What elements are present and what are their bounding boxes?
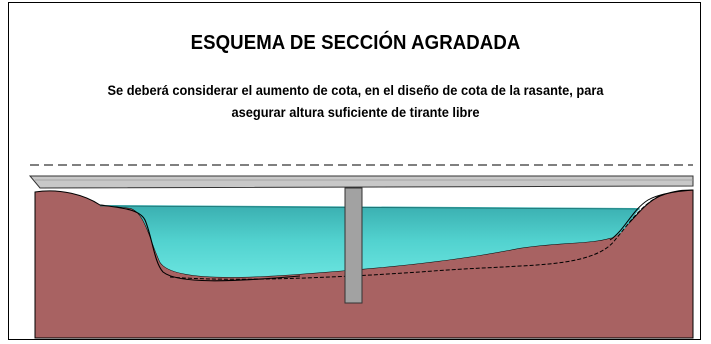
right-bank-line bbox=[609, 189, 694, 241]
original-bed-line bbox=[99, 204, 301, 282]
diagram-note: Se deberá considerar el aumento de cota,… bbox=[56, 80, 655, 124]
bridge-pier bbox=[344, 187, 363, 304]
note-line-1: Se deberá considerar el aumento de cota,… bbox=[107, 83, 604, 98]
bridge-deck bbox=[28, 175, 694, 189]
note-line-2: asegurar altura suficiente de tirante li… bbox=[231, 105, 480, 120]
diagram-title: ESQUEMA DE SECCIÓN AGRADADA bbox=[190, 32, 521, 54]
water-surface-line bbox=[99, 205, 641, 210]
water-body bbox=[100, 205, 640, 278]
aggraded-bed-dashed-line bbox=[169, 193, 666, 280]
